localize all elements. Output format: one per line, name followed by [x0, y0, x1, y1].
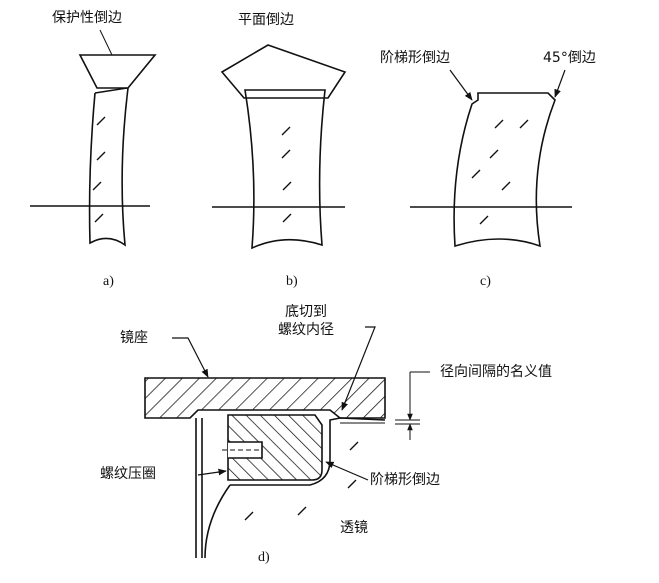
lens-a — [88, 87, 129, 247]
mount-bore — [195, 418, 203, 558]
caption-c: c) — [480, 274, 491, 289]
caption-a: a) — [103, 274, 114, 289]
grinding-tool — [78, 54, 157, 89]
figure-c-step-and-45-bevel — [410, 69, 572, 248]
label-lens-mount: 镜座 — [120, 330, 148, 346]
label-undercut-2: 螺纹内径 — [278, 322, 334, 338]
label-threaded-retainer: 螺纹压圈 — [100, 466, 156, 482]
figure-b-flat-bevel — [212, 44, 347, 250]
label-lens: 透镜 — [340, 520, 368, 536]
label-radial-gap: 径向间隔的名义值 — [440, 364, 552, 380]
label-flat-bevel: 平面倒边 — [238, 12, 294, 28]
figure-d-retainer-assembly — [144, 326, 430, 559]
grinding-tool — [220, 44, 347, 99]
lens-d — [230, 417, 386, 486]
label-step-bevel: 阶梯形倒边 — [380, 50, 450, 66]
threaded-retainer — [227, 414, 323, 481]
label-45-bevel: 45°倒边 — [543, 50, 596, 66]
caption-d: d) — [258, 550, 270, 565]
lens-c — [453, 92, 556, 248]
lens-b — [244, 89, 326, 250]
lens-mount — [144, 377, 386, 419]
label-undercut-1: 底切到 — [285, 304, 327, 320]
figure-a-protective-bevel — [30, 29, 157, 247]
caption-b: b) — [286, 274, 298, 289]
label-step-bevel-d: 阶梯形倒边 — [370, 472, 440, 488]
label-protective-bevel: 保护性倒边 — [52, 10, 122, 26]
